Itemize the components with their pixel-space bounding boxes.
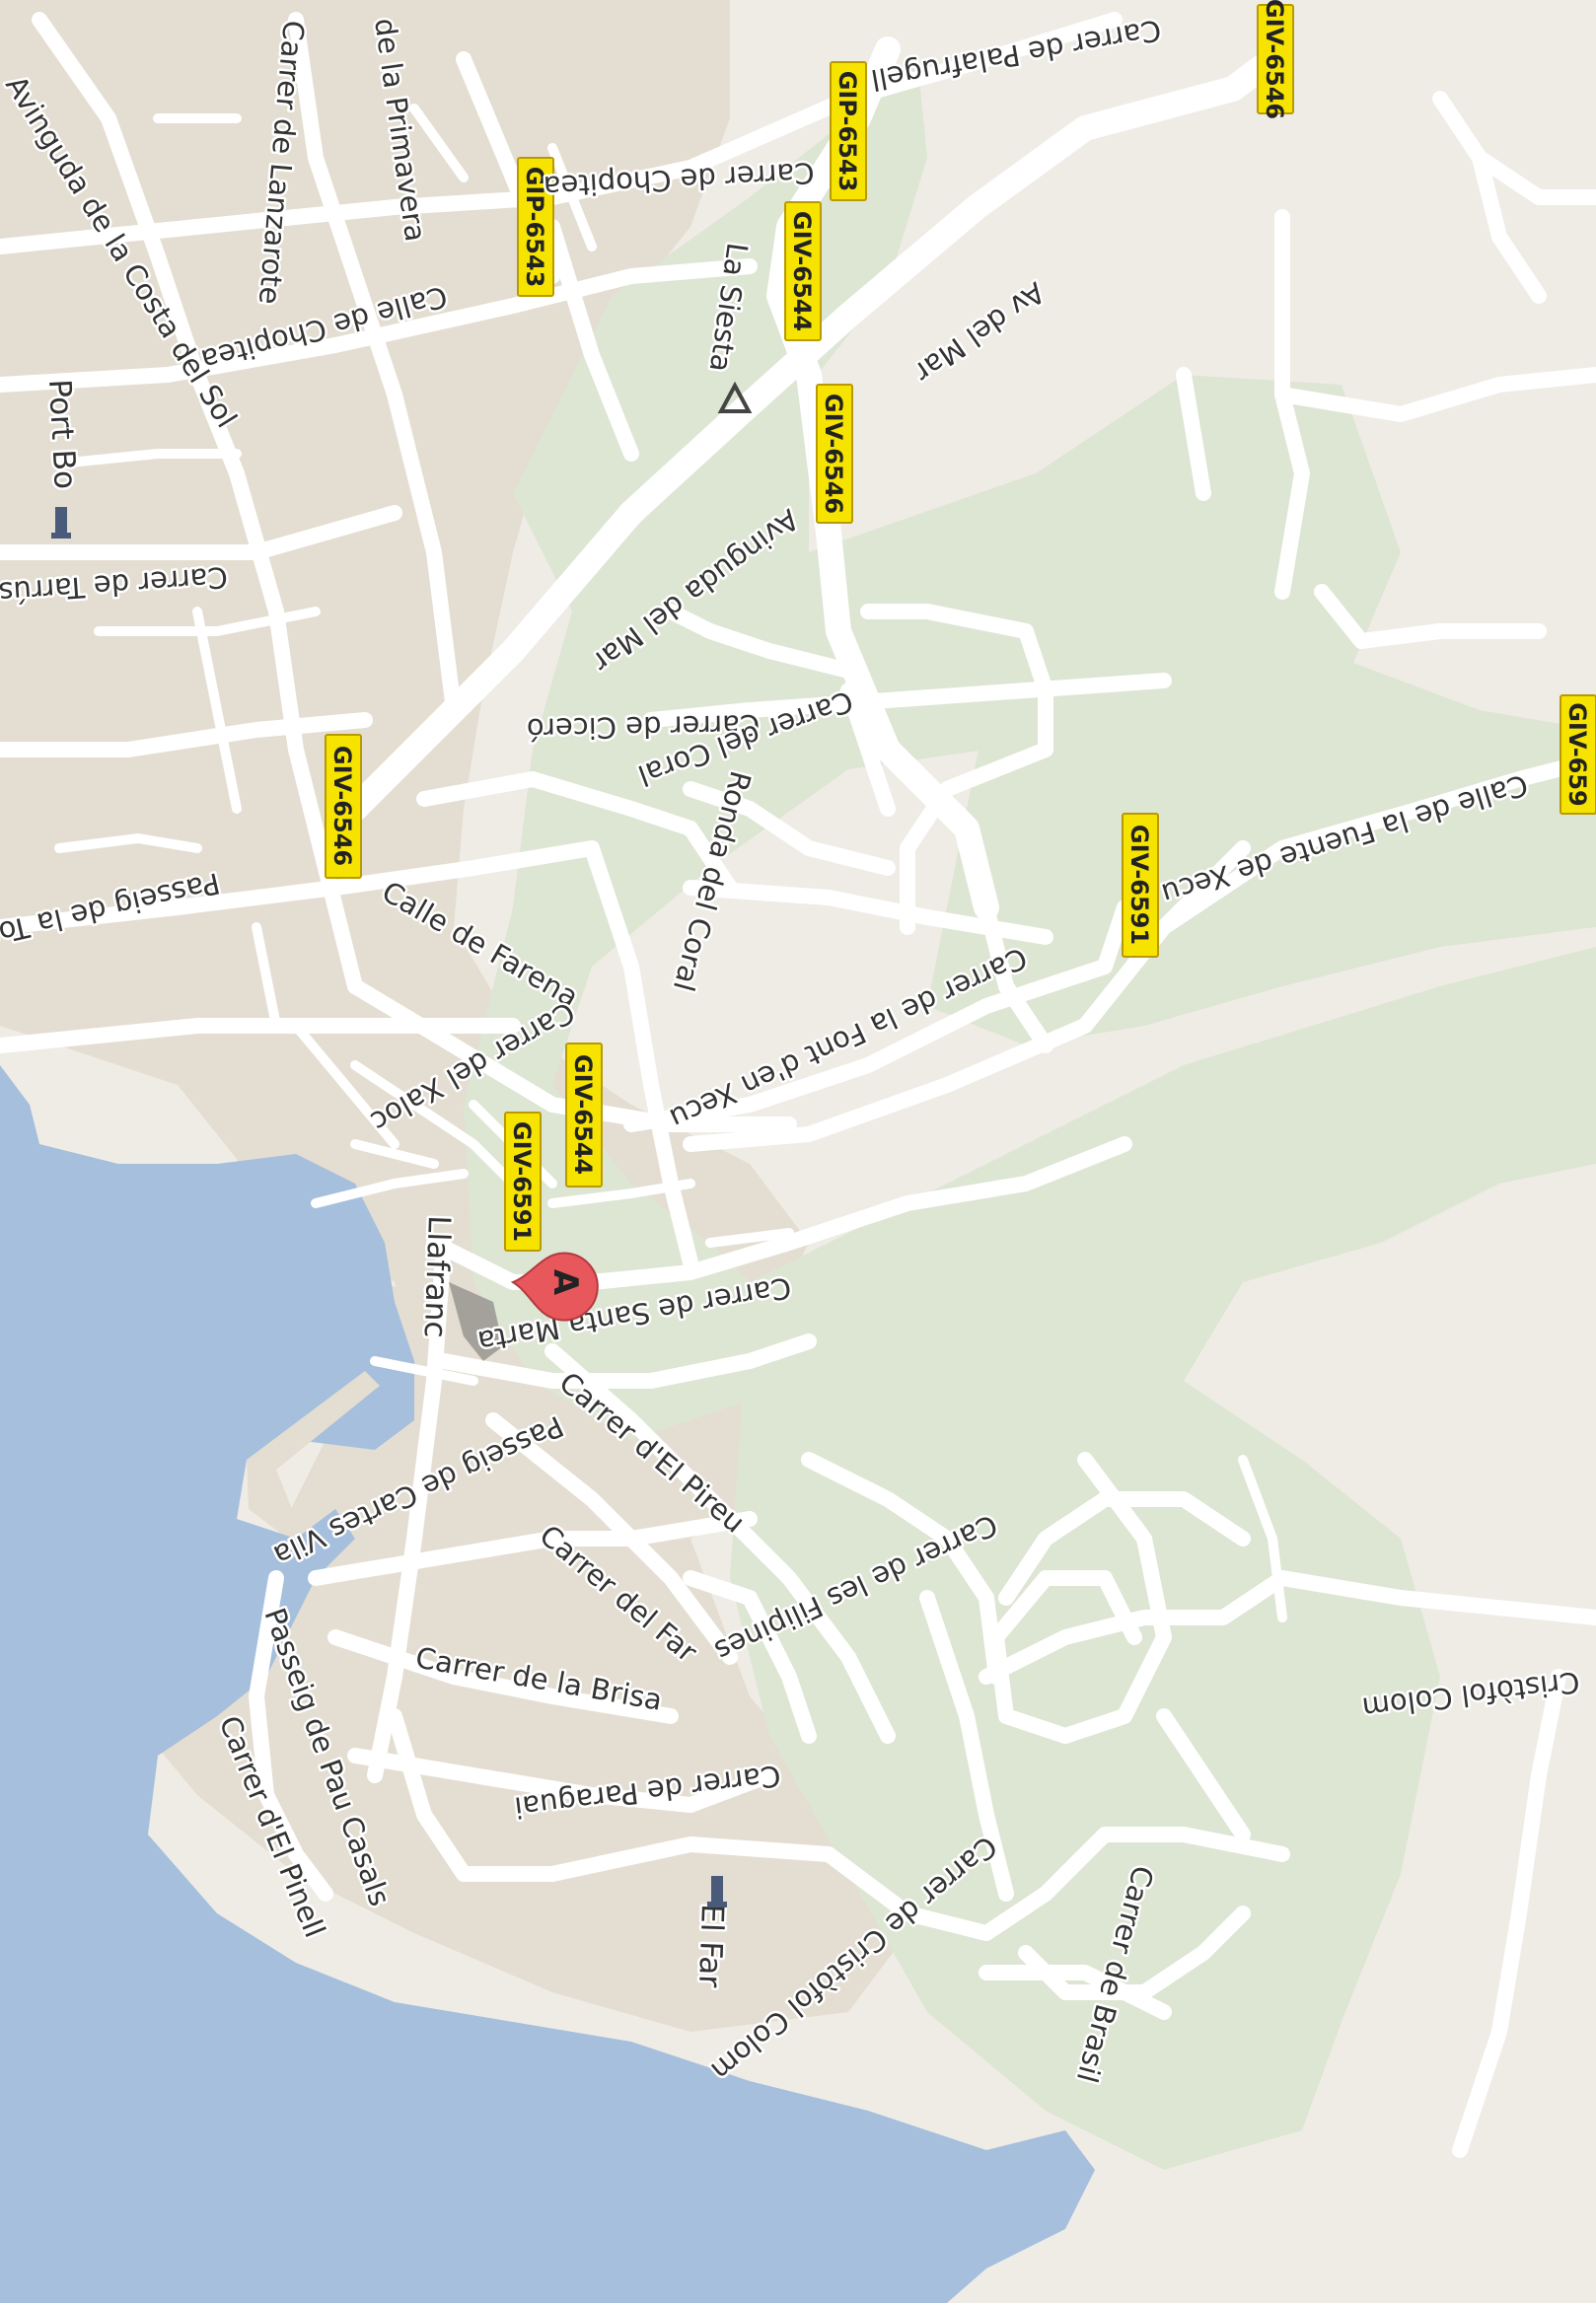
place-port-bo: Port Bo: [41, 379, 83, 490]
label-cicero: Carrer de Ciceró: [527, 708, 761, 746]
water-area: [0, 1065, 1095, 2303]
svg-text:GIP-6543: GIP-6543: [521, 167, 548, 288]
place-llafranc: Llafranc: [417, 1215, 457, 1338]
place-el-far: El Far: [691, 1904, 730, 1988]
svg-text:GIV-659: GIV-659: [1563, 702, 1591, 807]
viewpoint-icon[interactable]: [717, 381, 753, 413]
svg-text:GIV-6591: GIV-6591: [508, 1121, 536, 1242]
marker-label: A: [545, 1269, 585, 1296]
svg-text:GIP-6543: GIP-6543: [834, 71, 861, 192]
shield-giv6544-town[interactable]: GIV-6544: [565, 1043, 603, 1187]
secondary-roads: [0, 12, 1596, 2158]
svg-text:GIV-6544: GIV-6544: [788, 211, 816, 331]
marker-shadow: [449, 1282, 503, 1361]
park-area-upper-east: [927, 651, 1596, 1045]
lighthouse-icon[interactable]: [707, 1876, 727, 1907]
pier: [247, 1371, 380, 1534]
svg-text:GIV-6544: GIV-6544: [569, 1054, 597, 1175]
svg-text:GIV-6546: GIV-6546: [820, 394, 847, 514]
svg-text:GIV-6546: GIV-6546: [328, 746, 356, 866]
shield-giv6544-a[interactable]: GIV-6544: [784, 201, 822, 341]
shield-gip6543-a[interactable]: GIP-6543: [830, 61, 867, 201]
shield-giv6591-town[interactable]: GIV-6591: [504, 1112, 542, 1252]
location-marker-icon[interactable]: A: [510, 1249, 601, 1323]
park-area-east: [730, 947, 1596, 2170]
svg-text:GIV-6546: GIV-6546: [1261, 0, 1288, 119]
shield-giv659-edge[interactable]: GIV-659: [1560, 694, 1596, 815]
park-area: [464, 59, 1401, 1440]
minor-roads: [54, 104, 1287, 1622]
shield-giv6546-west[interactable]: GIV-6546: [325, 734, 362, 879]
shield-giv6546-mid[interactable]: GIV-6546: [816, 384, 853, 524]
shield-giv6546-top[interactable]: GIV-6546: [1257, 0, 1294, 119]
svg-text:GIV-6591: GIV-6591: [1125, 825, 1153, 945]
shield-giv6591-east[interactable]: GIV-6591: [1122, 813, 1159, 958]
shield-gip6543-b[interactable]: GIP-6543: [517, 157, 554, 297]
monument-icon[interactable]: [51, 507, 71, 539]
